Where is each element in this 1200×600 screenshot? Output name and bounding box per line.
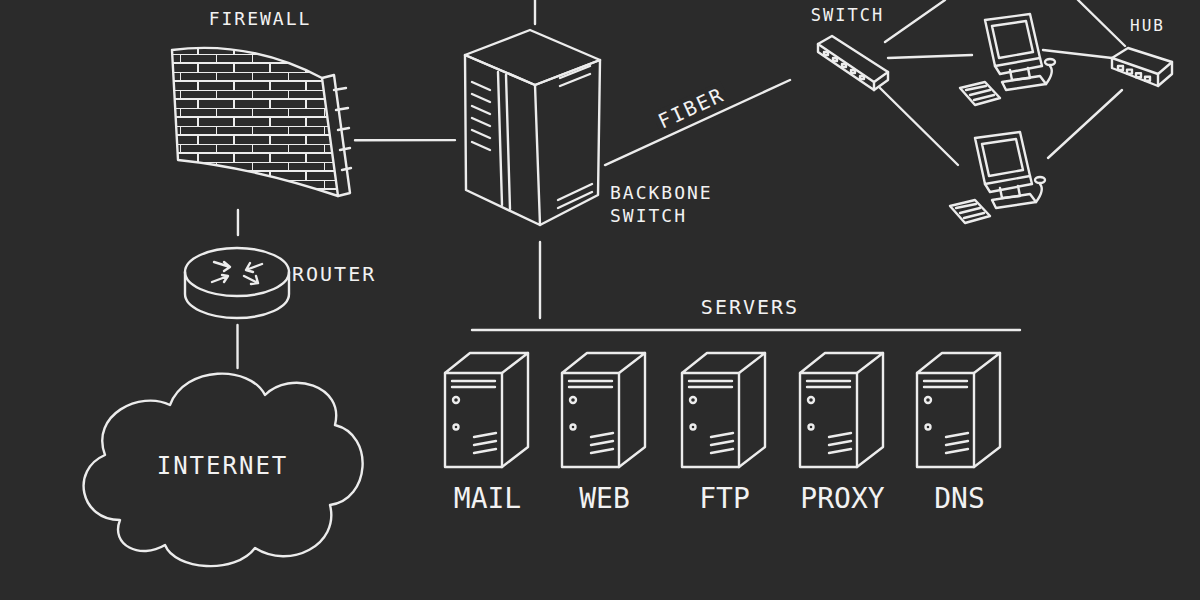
node-label: INTERNET <box>75 451 370 487</box>
node-label: BACKBONE SWITCH <box>610 181 760 235</box>
node-label: SWITCH <box>790 4 905 28</box>
node-label: MAIL <box>430 481 545 523</box>
backbone-switch-outline <box>455 25 605 235</box>
server-tower: MAIL <box>440 345 535 530</box>
internet-cloud: INTERNET <box>75 368 370 573</box>
server-tower: DNS <box>912 345 1007 530</box>
firewall-wall: FIREWALL <box>165 5 355 210</box>
node-label: ROUTER <box>292 261 407 291</box>
network-link <box>605 80 790 165</box>
group-label: SERVERS <box>680 295 820 323</box>
network-link <box>236 325 238 368</box>
node-label: WEB <box>547 481 662 523</box>
hub-device: HUB <box>1105 14 1190 94</box>
router-symbol-outline <box>180 235 295 325</box>
switch-device: SWITCH <box>790 2 905 92</box>
server-tower: WEB <box>557 345 652 530</box>
node-label: HUB <box>1105 16 1190 40</box>
node-label: FTP <box>667 481 782 523</box>
server-tower: FTP <box>677 345 772 530</box>
network-link <box>355 139 455 142</box>
backbone-switch: BACKBONE SWITCH <box>455 25 605 235</box>
node-label: PROXY <box>785 481 900 523</box>
network-link <box>237 210 239 235</box>
node-label: DNS <box>902 481 1017 523</box>
router-symbol: ROUTER <box>180 235 295 325</box>
firewall-wall-outline <box>165 5 355 210</box>
server-tower: PROXY <box>795 345 890 530</box>
node-label: FIREWALL <box>190 7 330 33</box>
